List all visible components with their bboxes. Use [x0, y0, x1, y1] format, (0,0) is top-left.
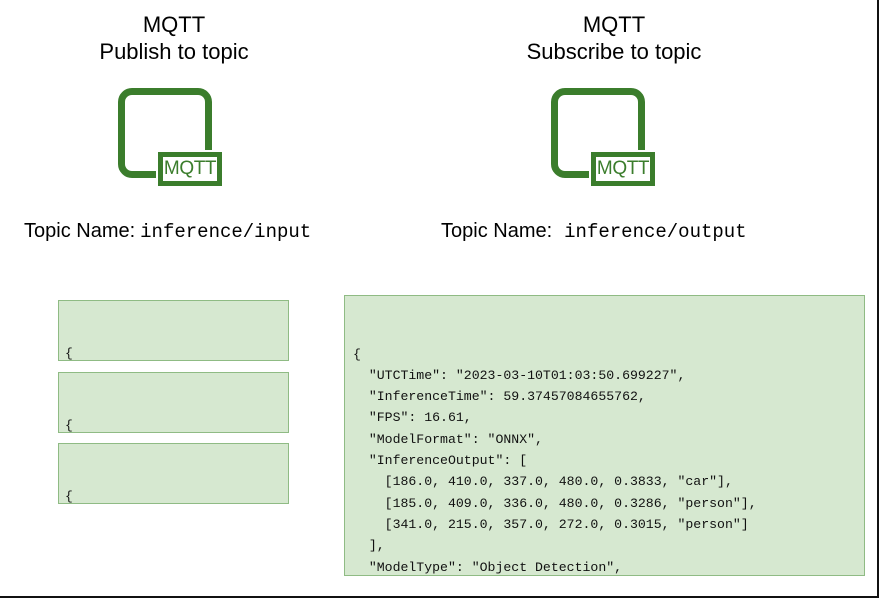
- subscribe-payload-body: { "UTCTime": "2023-03-10T01:03:50.699227…: [353, 346, 757, 575]
- mqtt-logo-badge-label: MQTT: [163, 157, 217, 179]
- publish-topic-value: inference/input: [140, 221, 312, 243]
- mqtt-logo-icon-subscribe: MQTT: [551, 88, 659, 192]
- publish-message-pause: { "status": "pause" }: [58, 372, 289, 433]
- publish-topic-line: Topic Name:inference/input: [24, 221, 311, 242]
- page-right-rule: [877, 0, 879, 598]
- publish-message-stop-body: { "status": "stop" }: [65, 489, 73, 504]
- subscribe-topic-label: Topic Name:: [441, 220, 553, 242]
- subscribe-topic-value: inference/output: [564, 221, 747, 243]
- page-bottom-rule: [0, 596, 879, 598]
- publish-message-start-body: { "status": "start" }: [65, 346, 73, 361]
- subscribe-heading-line1: MQTT: [582, 12, 646, 37]
- publish-message-pause-body: { "status": "pause" }: [65, 418, 73, 433]
- mqtt-logo-badge: MQTT: [591, 152, 655, 186]
- subscribe-topic-line: Topic Name: inference/output: [441, 221, 747, 242]
- publish-message-start: { "status": "start" }: [58, 300, 289, 361]
- subscribe-heading-line2: Subscribe to topic: [526, 38, 702, 64]
- mqtt-logo-badge-label: MQTT: [596, 157, 650, 179]
- publish-heading-line2: Publish to topic: [99, 38, 249, 64]
- mqtt-logo-icon-publish: MQTT: [118, 88, 226, 192]
- subscribe-column-heading: MQTT Subscribe to topic: [500, 12, 728, 66]
- publish-topic-label: Topic Name:: [24, 220, 136, 242]
- publish-message-stop: { "status": "stop" }: [58, 443, 289, 504]
- publish-heading-line1: MQTT: [142, 12, 206, 37]
- publish-column-heading: MQTT Publish to topic: [60, 12, 288, 66]
- subscribe-payload-box: { "UTCTime": "2023-03-10T01:03:50.699227…: [344, 295, 865, 576]
- mqtt-logo-badge: MQTT: [158, 152, 222, 186]
